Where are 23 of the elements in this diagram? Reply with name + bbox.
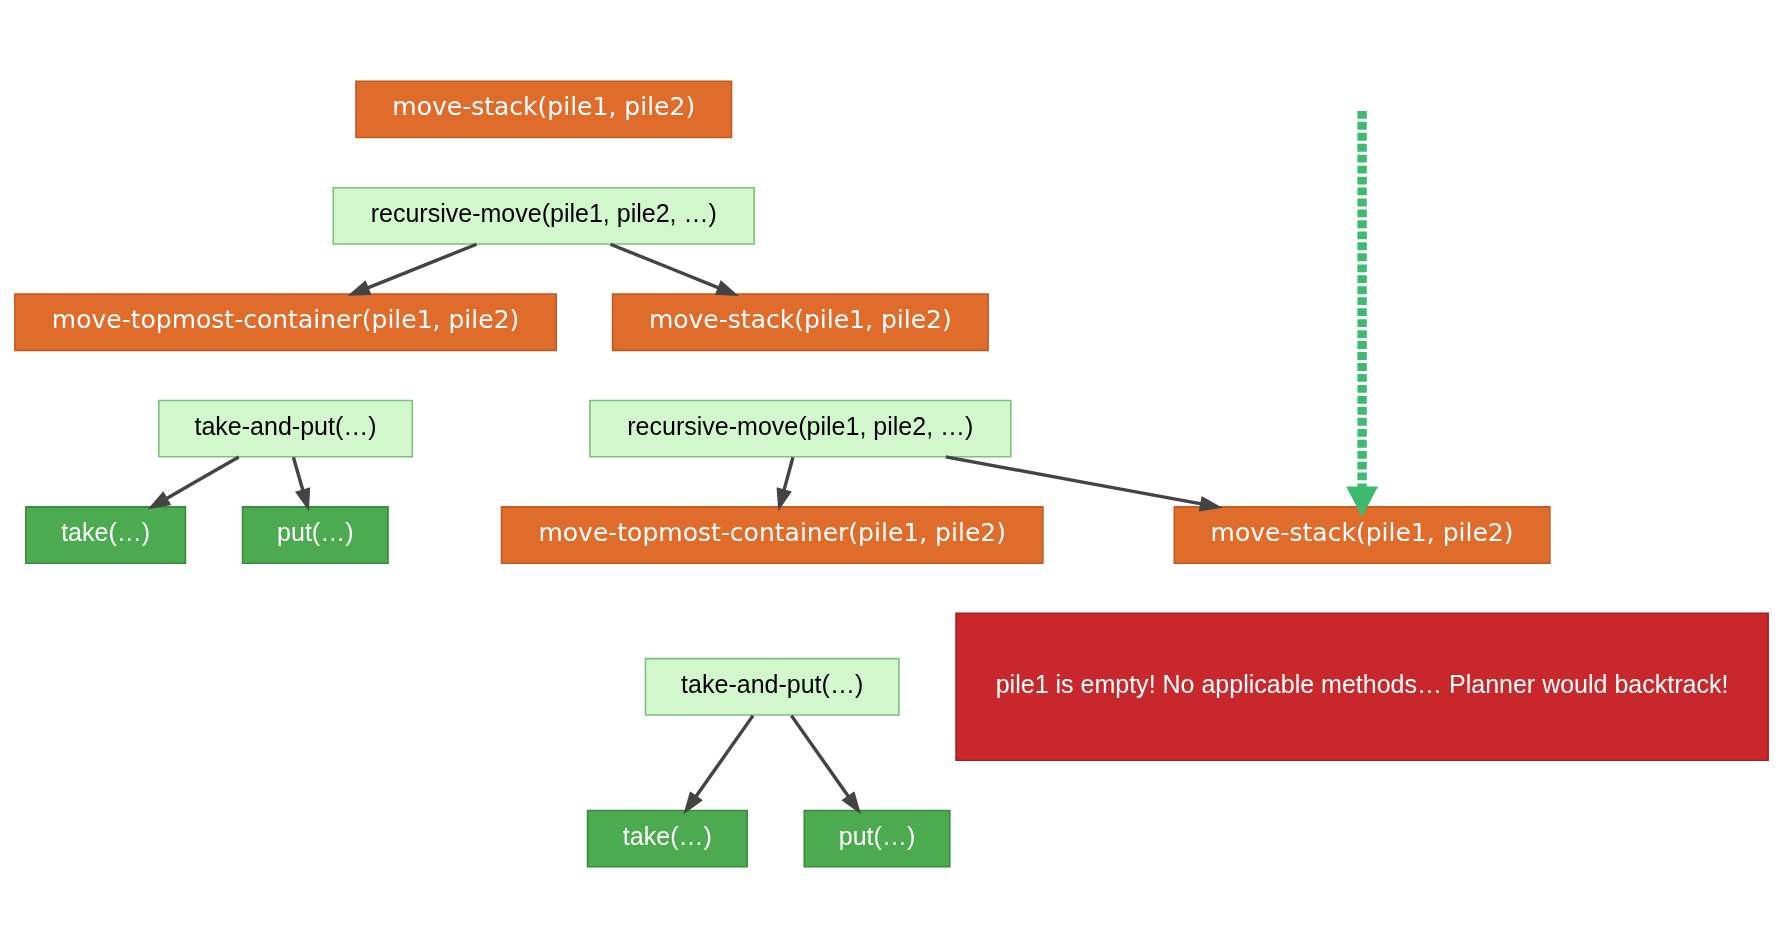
arrow xyxy=(776,456,795,512)
arrow xyxy=(347,242,478,296)
arrow xyxy=(147,455,240,510)
node-box: take-and-put(…) xyxy=(158,399,414,458)
arrow xyxy=(1346,111,1379,517)
node-box: take(…) xyxy=(586,809,748,868)
node-box: move-stack(pile1, pile2) xyxy=(611,293,989,352)
node-box: move-topmost-container(pile1, pile2) xyxy=(14,293,558,352)
arrow xyxy=(609,242,739,296)
node-box: put(…) xyxy=(803,809,951,868)
node-box: put(…) xyxy=(241,506,389,564)
arrow xyxy=(291,456,311,512)
node-box: move-stack(pile1, pile2) xyxy=(355,80,733,139)
arrow xyxy=(683,714,755,815)
node-box: take(…) xyxy=(25,506,187,564)
node-box: take-and-put(…) xyxy=(644,657,900,716)
arrow xyxy=(790,714,861,815)
node-box: recursive-move(pile1, pile2, …) xyxy=(589,399,1012,458)
arrow xyxy=(945,455,1223,512)
node-box: move-stack(pile1, pile2) xyxy=(1173,506,1551,564)
node-box: move-topmost-container(pile1, pile2) xyxy=(500,506,1044,564)
node-box: pile1 is empty! No applicable methods… Planner would backtrack! xyxy=(955,612,1769,762)
node-box: recursive-move(pile1, pile2, …) xyxy=(332,186,755,245)
